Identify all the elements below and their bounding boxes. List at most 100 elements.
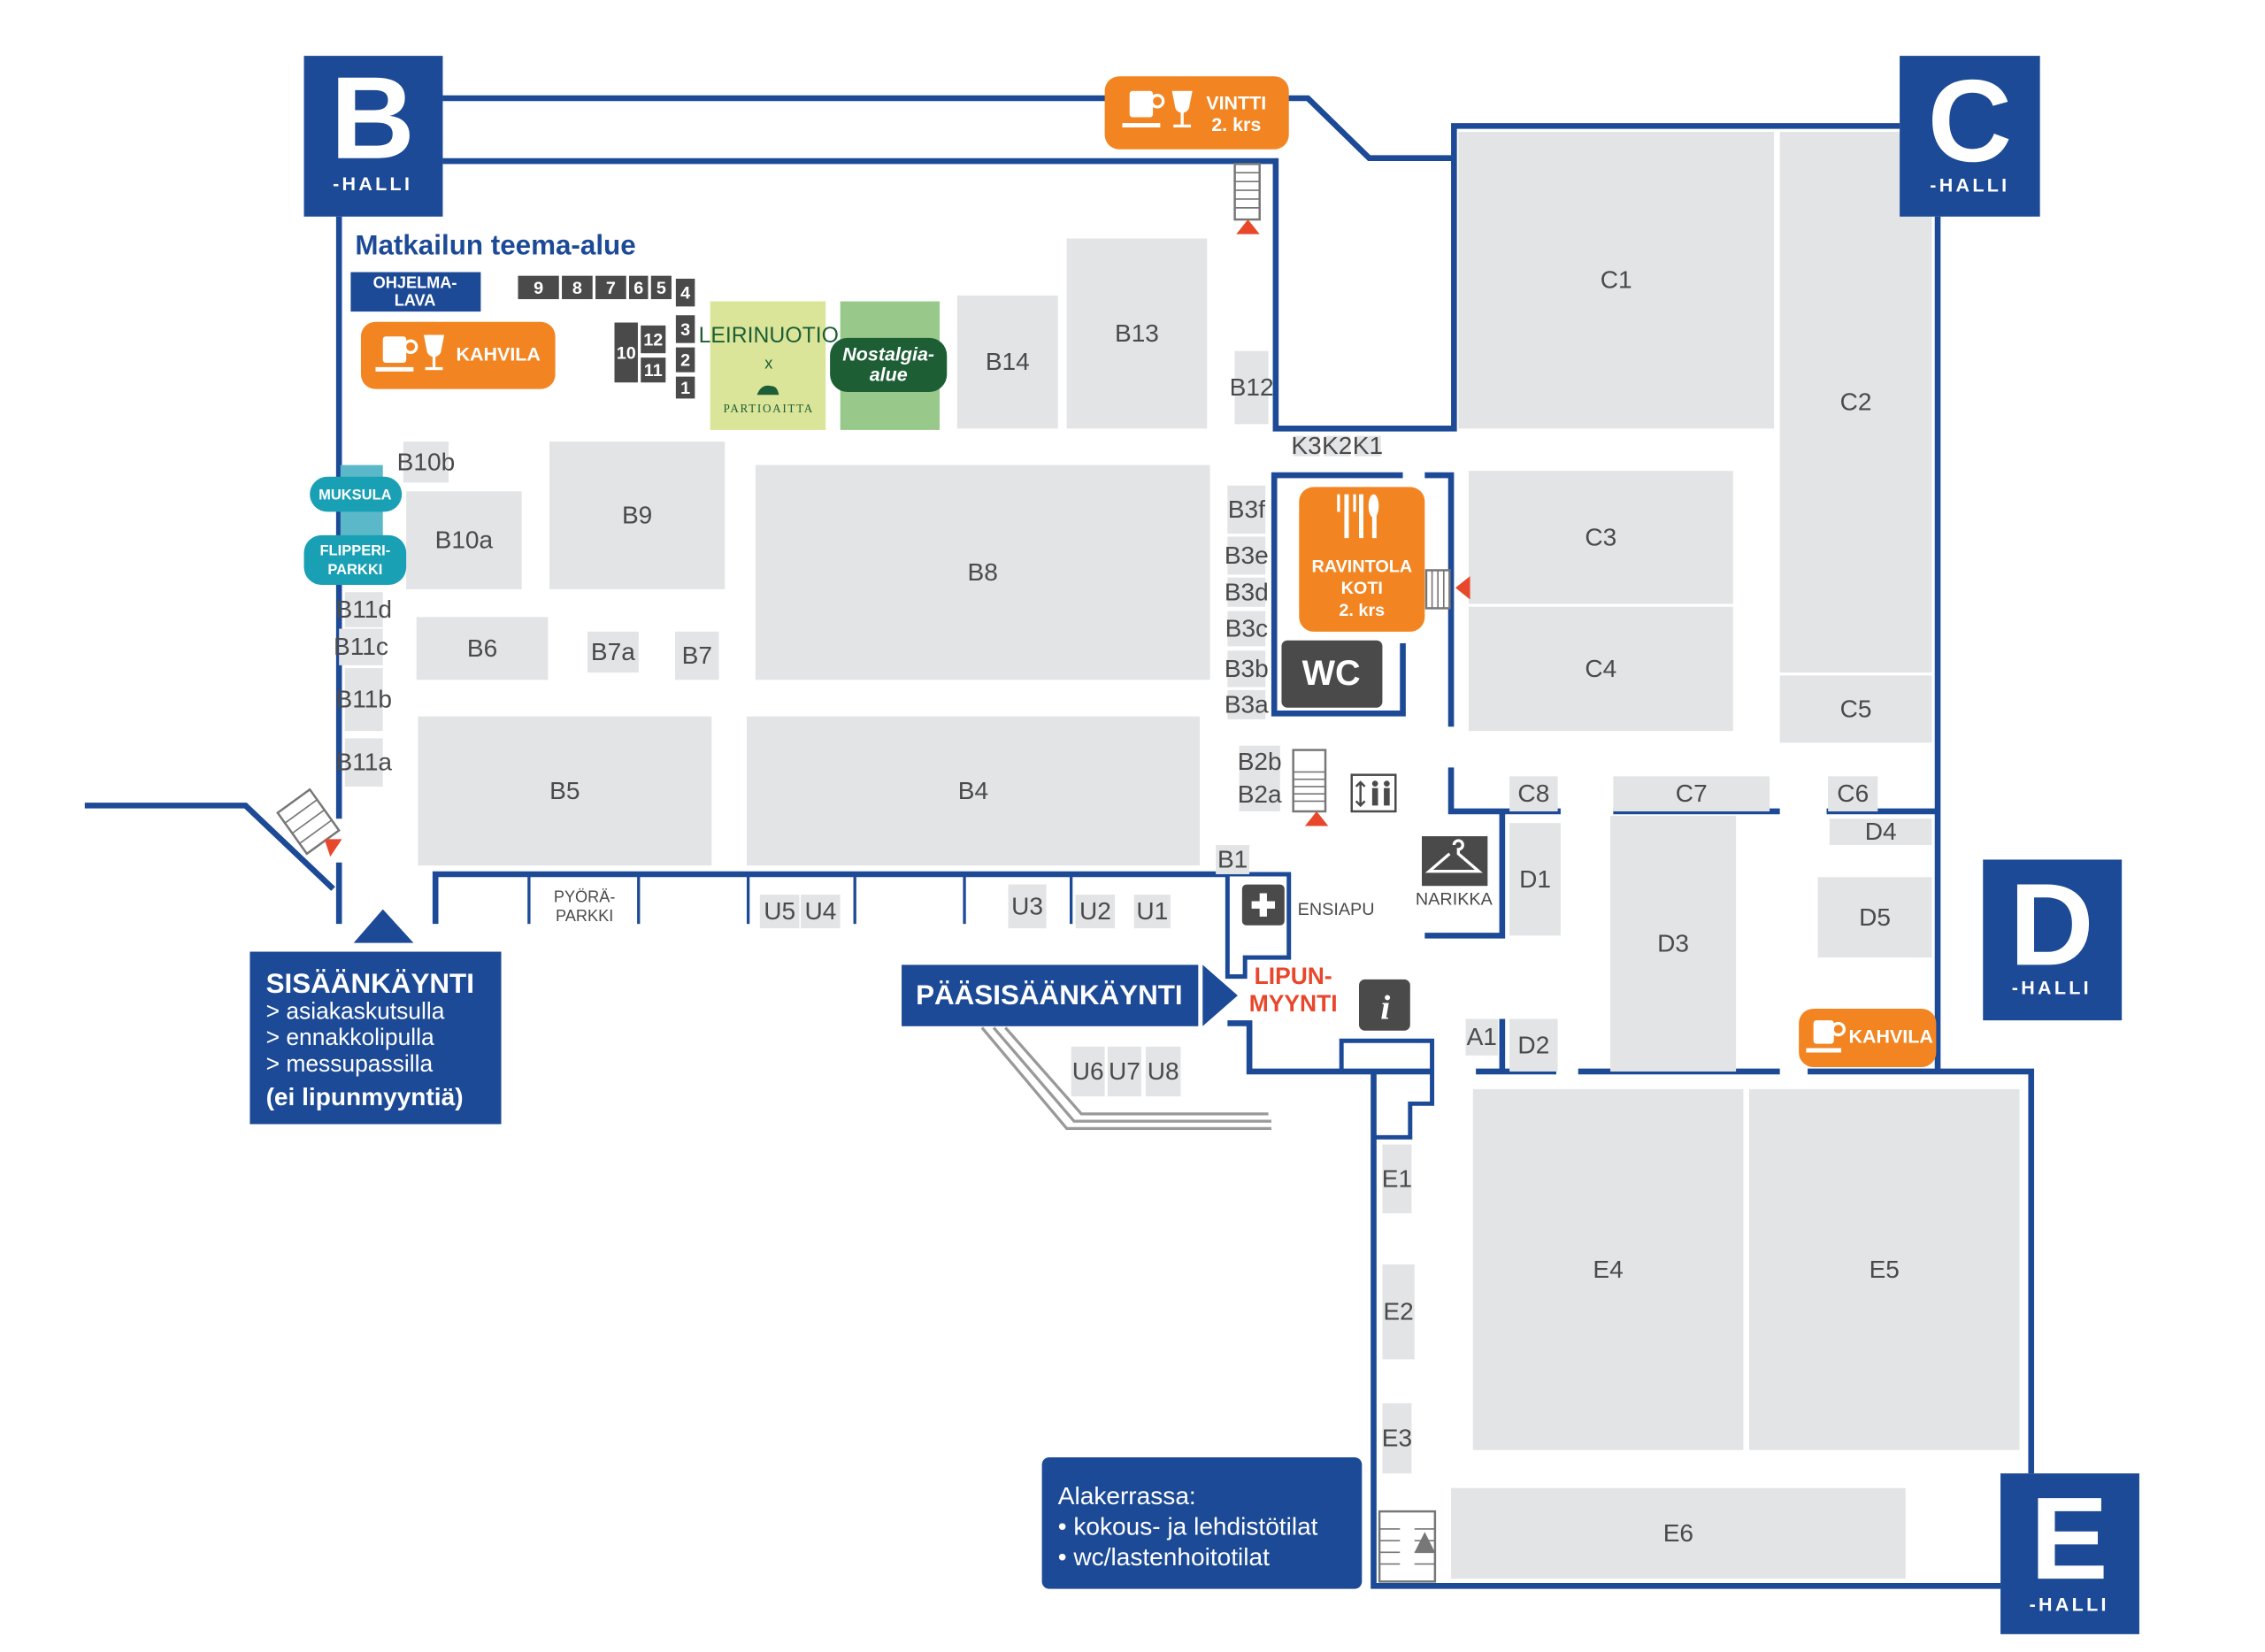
stage-spot-2[interactable]: 2 [674, 345, 696, 374]
booth-e5[interactable]: E5 [1748, 1088, 2020, 1450]
booth-b11c[interactable]: B11c [334, 628, 388, 665]
booth-b12[interactable]: B12 [1230, 350, 1274, 425]
booth-d2[interactable]: D2 [1509, 1018, 1558, 1072]
booth-b14[interactable]: B14 [956, 295, 1058, 429]
booth-b1[interactable]: B1 [1216, 844, 1250, 875]
booth-u7[interactable]: U7 [1107, 1046, 1141, 1097]
stage-spot-4[interactable]: 4 [674, 277, 696, 309]
booth-b10b[interactable]: B10b [397, 442, 456, 483]
booth-area [344, 592, 383, 627]
hall-c-label: C -HALLI [1900, 55, 2040, 217]
booth-u4[interactable]: U4 [801, 895, 841, 929]
booth-e1[interactable]: E1 [1382, 1144, 1412, 1214]
stage-spot-11[interactable]: 11 [639, 356, 667, 384]
cafe-b[interactable]: KAHVILA [360, 321, 556, 389]
cafe-e[interactable]: KAHVILA [1799, 1008, 1937, 1068]
flipperi-badge[interactable]: FLIPPERI- PARKKI [303, 534, 407, 585]
restaurant-name-2: KOTI [1341, 579, 1383, 598]
stage-spot-6[interactable]: 6 [627, 274, 650, 301]
booth-b11b[interactable]: B11b [336, 668, 392, 732]
stage-spot-12[interactable]: 12 [639, 324, 667, 355]
leirinuotio-area[interactable]: LEIRINUOTIO x PARTIOAITTA [699, 301, 839, 430]
booth-k3[interactable]: K3 [1291, 432, 1321, 459]
cloakroom[interactable]: NARIKKA [1416, 836, 1493, 910]
booth-e6[interactable]: E6 [1451, 1487, 1906, 1579]
vintti-cafe[interactable]: VINTTI 2. krs [1104, 76, 1289, 150]
booth-b3e[interactable]: B3e [1225, 536, 1269, 575]
booth-b2a[interactable]: B2a [1238, 777, 1282, 811]
stage-spot-3[interactable]: 3 [674, 313, 696, 345]
booth-u5[interactable]: U5 [759, 895, 800, 929]
booth-b3f[interactable]: B3f [1227, 485, 1266, 534]
first-aid[interactable]: ENSIAPU [1241, 884, 1375, 926]
booth-area [1382, 1402, 1412, 1474]
booth-d3[interactable]: D3 [1610, 815, 1737, 1072]
restaurant-koti[interactable]: RAVINTOLA KOTI 2. krs [1299, 487, 1425, 632]
booth-area [1293, 435, 1320, 457]
booth-u1[interactable]: U1 [1133, 895, 1171, 929]
booth-c8[interactable]: C8 [1509, 776, 1558, 811]
booth-b3a[interactable]: B3a [1225, 689, 1269, 719]
booth-b3d[interactable]: B3d [1225, 577, 1269, 607]
booth-e3[interactable]: E3 [1382, 1402, 1412, 1474]
booth-u8[interactable]: U8 [1145, 1046, 1181, 1097]
stage-spot-1[interactable]: 1 [674, 374, 696, 401]
booth-c7[interactable]: C7 [1613, 776, 1770, 811]
booth-d4[interactable]: D4 [1829, 818, 1932, 845]
booth-label: K2 [1322, 432, 1352, 459]
booth-c3[interactable]: C3 [1468, 471, 1733, 604]
booth-c4[interactable]: C4 [1468, 606, 1733, 732]
info-icon[interactable]: i [1359, 979, 1410, 1031]
booth-c5[interactable]: C5 [1779, 675, 1932, 743]
booth-b5[interactable]: B5 [418, 716, 712, 866]
booth-u3[interactable]: U3 [1008, 884, 1047, 929]
booth-e2[interactable]: E2 [1382, 1264, 1415, 1360]
booth-u6[interactable]: U6 [1071, 1046, 1105, 1097]
program-stage[interactable]: OHJELMA- LAVA [350, 272, 481, 312]
booth-b8[interactable]: B8 [755, 465, 1210, 680]
booth-k2[interactable]: K2 [1322, 432, 1352, 459]
booth-b4[interactable]: B4 [746, 716, 1200, 866]
muksula-badge[interactable]: MUKSULA [310, 476, 403, 512]
booth-b13[interactable]: B13 [1066, 238, 1208, 429]
stage-spot-10[interactable]: 10 [612, 320, 640, 384]
stage-spot-8[interactable]: 8 [560, 274, 595, 301]
booth-area [1227, 650, 1266, 688]
booth-label: C4 [1585, 655, 1616, 682]
booth-b3b[interactable]: B3b [1225, 650, 1269, 688]
booth-c6[interactable]: C6 [1828, 776, 1878, 811]
booth-area [1817, 877, 1932, 958]
stage-spot-5[interactable]: 5 [649, 274, 673, 301]
booth-k1[interactable]: K1 [1353, 432, 1383, 459]
wc[interactable]: WC [1281, 640, 1383, 708]
booth-b6[interactable]: B6 [416, 617, 549, 680]
booth-d1[interactable]: D1 [1509, 823, 1561, 936]
stage-spot-9[interactable]: 9 [516, 274, 561, 301]
booth-b7a[interactable]: B7a [587, 631, 639, 673]
booth-c1[interactable]: C1 [1458, 131, 1775, 429]
stairs-icon [1292, 749, 1329, 826]
booth-label: E4 [1593, 1256, 1623, 1283]
booth-b11d[interactable]: B11d [336, 592, 392, 627]
booth-b11a[interactable]: B11a [336, 738, 393, 787]
booth-b7[interactable]: B7 [675, 631, 719, 680]
booth-b9[interactable]: B9 [549, 442, 726, 589]
stage-spot-7[interactable]: 7 [594, 274, 628, 301]
side-entrance[interactable]: SISÄÄNKÄYNTI > asiakaskutsulla > ennakko… [250, 909, 502, 1125]
booth-area [1509, 1018, 1558, 1072]
booth-b2b[interactable]: B2b [1238, 745, 1282, 778]
coffee-cup-icon [1806, 1020, 1846, 1053]
stage-spot-box [674, 313, 696, 345]
nostalgia-area[interactable]: Nostalgia- alue [830, 301, 948, 430]
booth-e4[interactable]: E4 [1472, 1088, 1744, 1450]
booth-a1[interactable]: A1 [1465, 1018, 1498, 1056]
booth-c2[interactable]: C2 [1779, 131, 1932, 673]
booth-area [1145, 1046, 1181, 1097]
booth-u2[interactable]: U2 [1075, 895, 1116, 929]
booth-d5[interactable]: D5 [1817, 877, 1932, 958]
booth-label: B5 [549, 777, 580, 804]
booth-area [1239, 777, 1280, 811]
booth-b10a[interactable]: B10a [406, 491, 522, 589]
booth-b3c[interactable]: B3c [1225, 611, 1268, 647]
main-entrance[interactable]: PÄÄSISÄÄNKÄYNTI [902, 964, 1271, 1131]
